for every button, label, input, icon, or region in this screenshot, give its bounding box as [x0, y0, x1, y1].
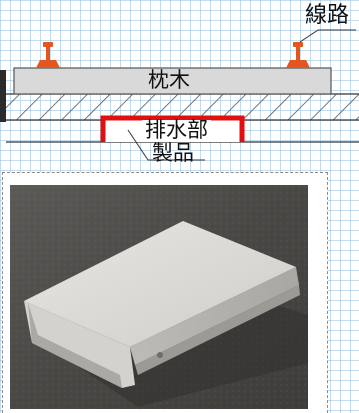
- product-label: 製品: [152, 141, 194, 165]
- rail-line-label: 線路: [305, 3, 350, 28]
- drainage-section-label: 排水部: [142, 120, 211, 141]
- rail-line-leader: [299, 29, 356, 43]
- slab-top-surface: [24, 221, 296, 347]
- sleeper-label: 枕木: [148, 68, 190, 92]
- product-leader: [127, 129, 205, 161]
- product-mark: [157, 352, 163, 358]
- slab-front-edge: [130, 267, 299, 365]
- sleeper: [13, 67, 332, 95]
- product-photo: [10, 185, 308, 409]
- left-edge-bar: [0, 70, 6, 122]
- right-rail: [286, 42, 310, 68]
- slab-end-flange: [24, 301, 135, 388]
- track-cross-section-diagram: [6, 29, 359, 161]
- left-rail: [36, 42, 60, 68]
